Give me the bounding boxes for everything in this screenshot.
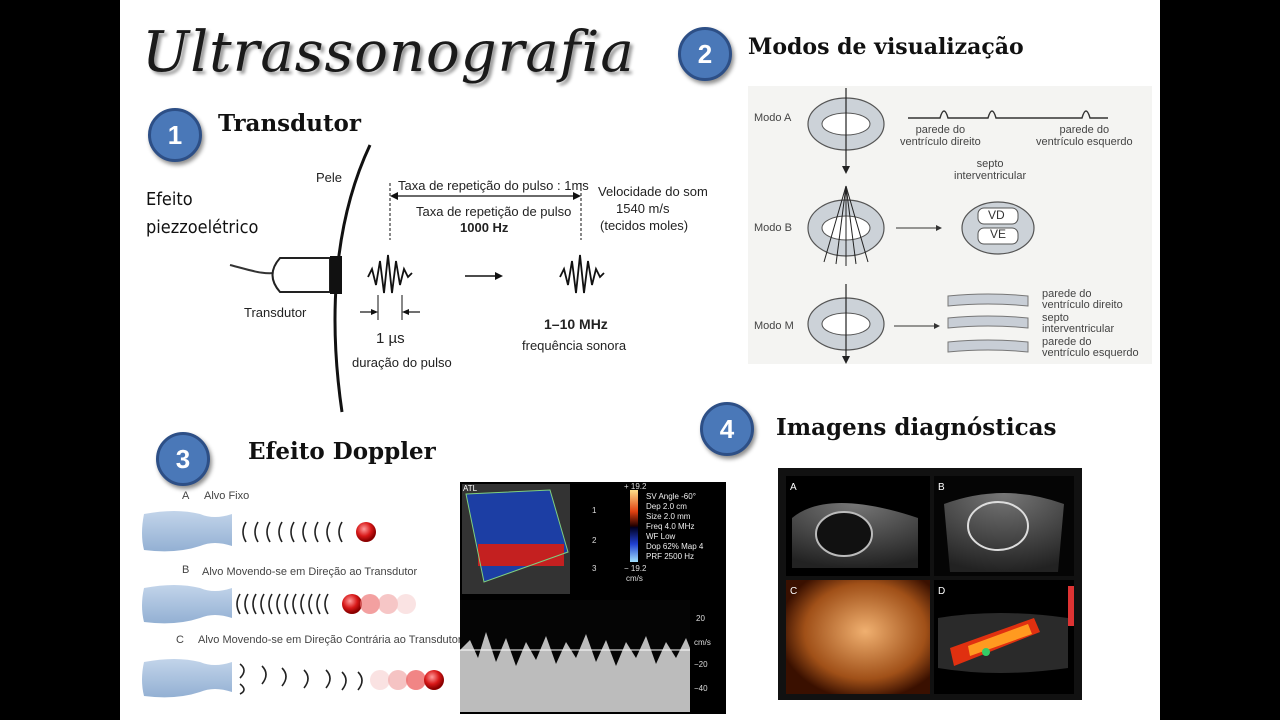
us-info-line: Dep 2.0 cm [646,502,687,511]
us-info-line: Freq 4.0 MHz [646,522,695,531]
us-info-line: Dop 62% Map 4 [646,542,704,551]
scale-bottom: − 19.2 [624,564,647,573]
doppler-a-text: Alvo Fixo [204,490,250,502]
pele-label: Pele [316,170,343,185]
doppler-ultrasound-image: ATL 1 2 3 + 19.2 − 19.2 cm/s SV Angle -6… [460,482,726,714]
freq-label: frequência sonora [522,338,627,353]
piezo-label: Efeito piezzoelétrico [146,186,258,242]
slide: Ultrassonografia 1 Transdutor Efeito pie… [120,0,1160,720]
us-info-line: SV Angle -60° [646,492,696,501]
piezo-line-1: Efeito [146,189,193,210]
depth-tick-3: 3 [592,564,597,573]
us-info-line: WF Low [646,532,676,541]
duracao-label: duração do pulso [352,355,452,370]
spec-tick-unit: cm/s [694,638,711,647]
spec-tick-20: 20 [696,614,705,623]
vel-label-1: Velocidade do som [598,184,708,199]
doppler-diagram [142,511,444,698]
diagnostic-images-panel: A B C D [778,468,1082,700]
vel-label-3: (tecidos moles) [600,218,689,233]
scale-unit: cm/s [626,574,643,583]
section-2-badge: 2 [678,27,732,81]
modes-panel [748,86,1152,364]
image-label-d: D [938,586,946,597]
doppler-brand: ATL [463,484,478,493]
taxa-label-1: Taxa de repetição do pulso : 1ms [398,178,589,193]
doppler-b-letter: B [182,564,190,576]
spec-tick-m20: −20 [694,660,708,669]
image-label-b: B [938,482,945,493]
doppler-b-text: Alvo Movendo-se em Direção ao Transdutor [202,566,418,578]
section-4-heading: Imagens diagnósticas [776,414,1057,441]
us-info-line: Size 2.0 mm [646,512,691,521]
depth-tick-1: 1 [592,506,597,515]
vel-label-2: 1540 m/s [616,201,670,216]
modo-m-label: Modo M [754,320,794,332]
section-1-badge: 1 [148,108,202,162]
doppler-a-letter: A [182,490,190,502]
ve-label: VE [990,227,1007,241]
section-4-badge: 4 [700,402,754,456]
scale-top: + 19.2 [624,482,647,491]
slide-title: Ultrassonografia [142,20,635,85]
modes-diagram [807,88,1108,364]
spec-tick-m40: −40 [694,684,708,693]
modo-b-label: Modo B [754,222,792,234]
image-label-a: A [790,482,797,493]
us-info-line: PRF 2500 Hz [646,552,695,561]
depth-tick-2: 2 [592,536,597,545]
taxa-label-2: Taxa de repetição de pulso [416,204,572,219]
transdutor-label: Transdutor [244,305,307,320]
mus-label: 1 µs [376,330,405,347]
section-1-heading: Transdutor [218,110,362,137]
section-3-heading: Efeito Doppler [248,438,436,465]
doppler-c-text: Alvo Movendo-se em Direção Contrária ao … [198,634,462,646]
modo-a-label: Modo A [754,112,792,124]
section-3-badge: 3 [156,432,210,486]
us-info-panel: SV Angle -60° Dep 2.0 cm Size 2.0 mm Fre… [646,492,703,562]
piezo-line-2: piezzoelétrico [146,217,259,238]
doppler-c-letter: C [176,634,184,646]
mhz-label: 1–10 MHz [544,316,608,332]
vd-label: VD [988,208,1005,222]
transducer-diagram [229,144,605,413]
hz-label: 1000 Hz [460,220,509,235]
image-label-c: C [790,586,798,597]
section-2-heading: Modos de visualização [748,34,1024,60]
